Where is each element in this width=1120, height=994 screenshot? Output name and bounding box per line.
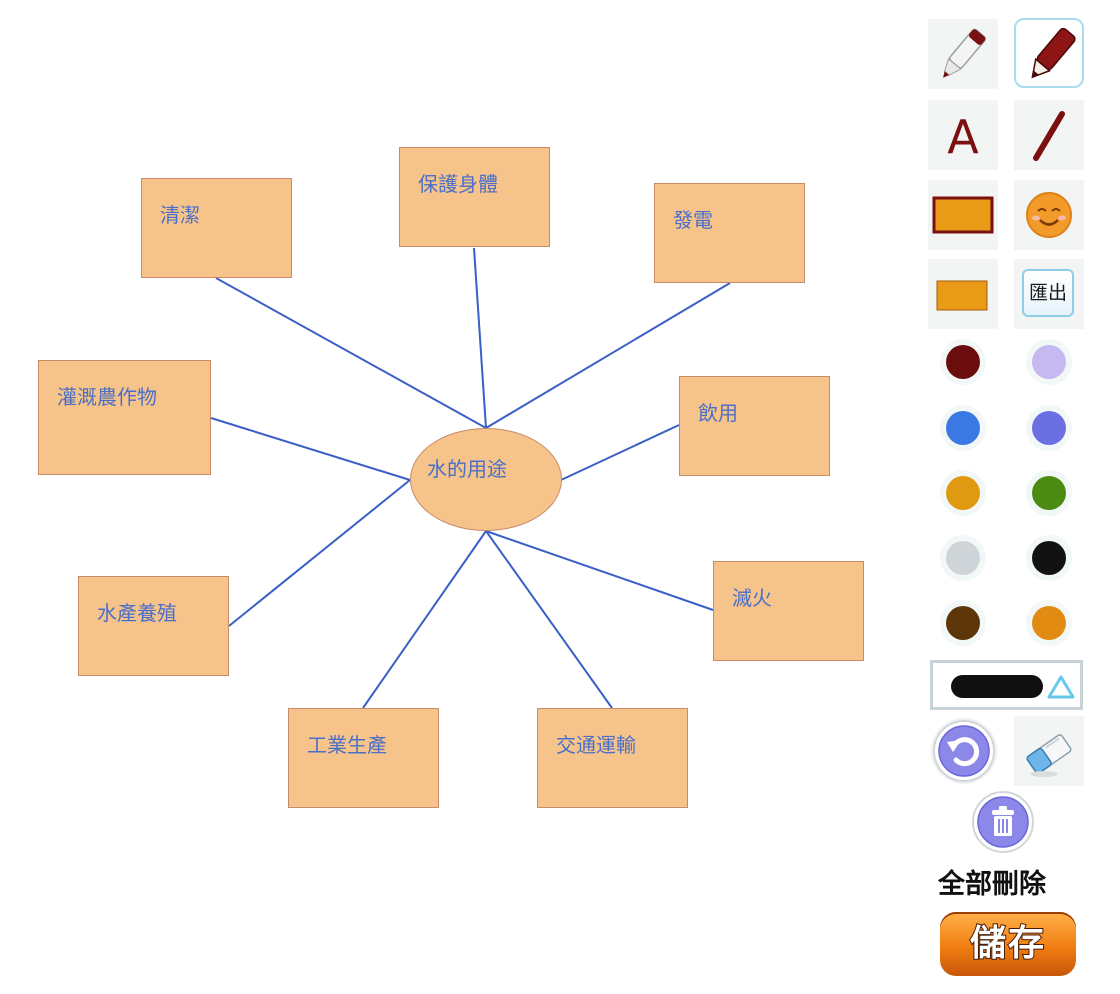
connector-line (215, 277, 487, 429)
drawing-canvas[interactable]: 清潔 保護身體 發電 灌溉農作物 飲用 水產養殖 滅火 工業生產 交通運輸 水的… (0, 0, 920, 994)
svg-text:A: A (947, 110, 979, 164)
color-swatch-black[interactable] (1026, 535, 1072, 581)
trash-icon (972, 791, 1034, 853)
text-tool-icon: A (947, 110, 979, 164)
undo-button[interactable] (931, 718, 997, 784)
center-node[interactable]: 水的用途 (410, 428, 562, 531)
color-swatch-indigo[interactable] (1026, 405, 1072, 451)
connector-line (473, 247, 487, 429)
connector-line (362, 530, 487, 709)
node-label: 發電 (673, 208, 713, 232)
pencil-tool-button[interactable] (1014, 18, 1084, 88)
filled-rectangle-icon (932, 196, 994, 234)
connector-line (485, 530, 613, 709)
emoji-stamp-icon (1026, 192, 1072, 238)
node-label: 交通運輸 (556, 733, 636, 757)
node-power-generation[interactable]: 發電 (654, 183, 805, 283)
color-swatch-dark-red[interactable] (940, 339, 986, 385)
connector-line (560, 424, 680, 481)
node-body-protection[interactable]: 保護身體 (399, 147, 550, 247)
connector-lines (210, 247, 731, 709)
center-node-label: 水的用途 (427, 457, 507, 481)
rectangle-icon (936, 280, 988, 311)
delete-all-button[interactable] (971, 790, 1035, 854)
eraser-tool-button[interactable] (1014, 716, 1084, 786)
undo-icon (933, 720, 995, 782)
delete-all-label: 全部刪除 (938, 869, 1046, 900)
color-swatch-blue[interactable] (940, 405, 986, 451)
node-transportation[interactable]: 交通運輸 (537, 708, 688, 808)
text-tool-button[interactable]: A (928, 100, 998, 170)
node-label: 灌溉農作物 (57, 385, 157, 409)
eraser-icon (1026, 734, 1072, 777)
line-tool-button[interactable] (1014, 100, 1084, 170)
node-drinking[interactable]: 飲用 (679, 376, 830, 476)
node-label: 水產養殖 (97, 601, 177, 625)
node-aquaculture[interactable]: 水產養殖 (78, 576, 229, 676)
save-button-label: 儲存 (969, 922, 1046, 965)
node-firefighting[interactable]: 滅火 (713, 561, 864, 661)
marker-tool-button[interactable] (928, 19, 998, 89)
stroke-width-preview (951, 675, 1043, 698)
color-swatch-orange[interactable] (1026, 600, 1072, 646)
connector-line (210, 417, 411, 481)
filled-rectangle-tool-button[interactable] (928, 180, 998, 250)
marker-icon (943, 28, 987, 78)
emoji-stamp-tool-button[interactable] (1014, 180, 1084, 250)
rectangle-tool-button[interactable] (928, 259, 998, 329)
node-label: 保護身體 (418, 172, 498, 196)
pencil-icon (1031, 27, 1076, 79)
color-swatch-brown[interactable] (940, 600, 986, 646)
connector-line (485, 282, 731, 429)
export-icon: 匯出 (1022, 269, 1074, 317)
color-swatch-light-gray[interactable] (940, 535, 986, 581)
node-label: 滅火 (732, 586, 772, 610)
node-industrial-production[interactable]: 工業生產 (288, 708, 439, 808)
color-swatch-amber[interactable] (940, 470, 986, 516)
node-irrigation[interactable]: 灌溉農作物 (38, 360, 211, 475)
node-label: 工業生產 (307, 733, 387, 757)
node-label: 清潔 (160, 203, 200, 227)
stroke-width-selector[interactable] (930, 660, 1083, 710)
connector-line (485, 530, 714, 611)
color-swatch-lavender[interactable] (1026, 339, 1072, 385)
color-swatch-green[interactable] (1026, 470, 1072, 516)
export-tool-button[interactable]: 匯出 (1014, 259, 1084, 329)
node-label: 飲用 (698, 401, 738, 425)
line-tool-icon (1033, 111, 1065, 161)
node-cleaning[interactable]: 清潔 (141, 178, 292, 278)
triangle-up-icon[interactable] (1046, 674, 1076, 700)
connector-line (228, 479, 411, 627)
save-button[interactable]: 儲存 (940, 912, 1076, 976)
